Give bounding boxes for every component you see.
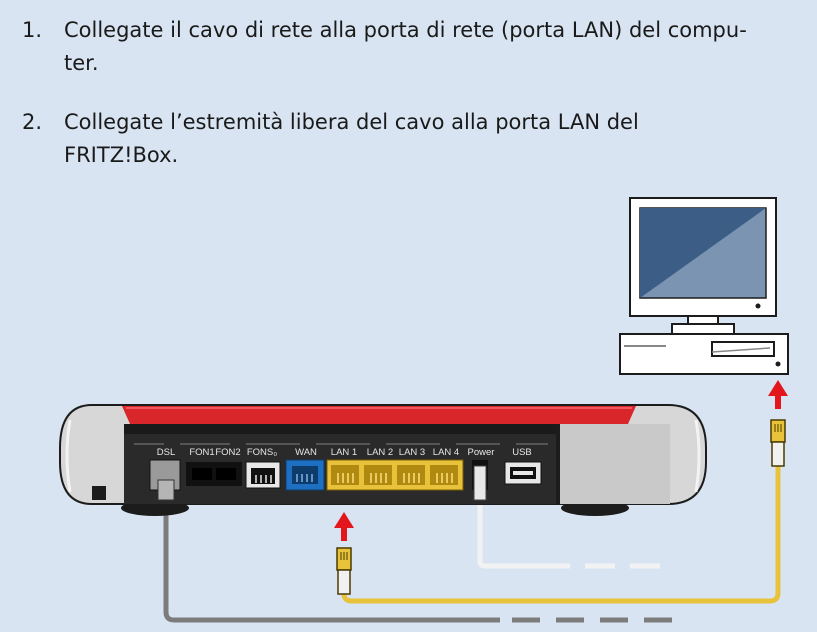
step-number: 1. <box>22 18 43 42</box>
ethernet-plug-icon <box>770 419 786 467</box>
port-label-fon1: FON1 <box>189 447 214 458</box>
port-label-wan: WAN <box>295 447 317 458</box>
port-label-power: Power <box>468 447 495 458</box>
lan-cable <box>341 466 781 604</box>
step-text-line: Collegate l’estremità libera del cavo al… <box>64 110 639 134</box>
step-text-line: Collegate il cavo di rete alla porta di … <box>64 18 747 42</box>
ethernet-plug-icon <box>336 547 352 595</box>
lan-ports <box>326 459 464 491</box>
cables <box>163 466 781 623</box>
step-number: 2. <box>22 110 43 134</box>
port-label-lan2: LAN 2 <box>367 447 393 458</box>
port-label-lan4: LAN 4 <box>433 447 459 458</box>
power-cable <box>477 500 570 569</box>
step-text-line: FRITZ!Box. <box>64 143 179 167</box>
fritzbox-router: DSL FON1 FON2 FONS₀ WAN LAN 1 LAN 2 LAN … <box>59 404 707 516</box>
step-text: Collegate il cavo di rete alla porta di … <box>64 14 809 80</box>
dsl-cable <box>163 500 500 623</box>
port-label-lan1: LAN 1 <box>331 447 357 458</box>
port-label-lan3: LAN 3 <box>399 447 425 458</box>
port-label-fons0: FONS₀ <box>247 447 277 458</box>
step-text: Collegate l’estremità libera del cavo al… <box>64 106 809 172</box>
computer-icon <box>619 197 789 375</box>
port-label-fon2: FON2 <box>215 447 240 458</box>
router-red-top <box>122 406 636 424</box>
step-text-line: ter. <box>64 51 99 75</box>
arrow-up-icon <box>768 380 788 409</box>
port-label-dsl: DSL <box>157 447 175 458</box>
arrow-up-icon <box>334 512 354 541</box>
port-label-usb: USB <box>512 447 532 458</box>
